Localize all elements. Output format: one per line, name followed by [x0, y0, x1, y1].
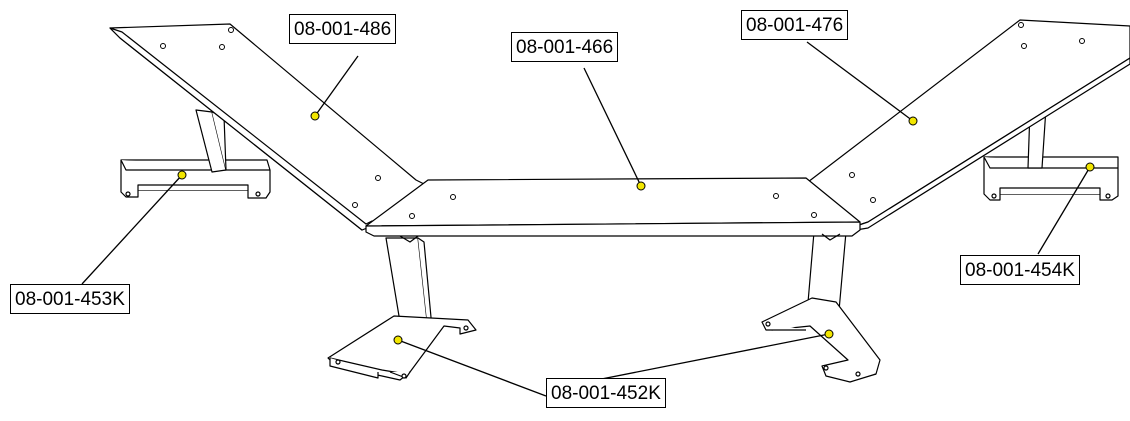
callout-dot — [310, 111, 320, 121]
callout-dot — [393, 335, 403, 345]
callout-dot — [636, 181, 646, 191]
left-bench-top — [109, 23, 425, 231]
callout-dot — [908, 116, 918, 126]
label-right-leg-bracket: 08-001-454K — [960, 255, 1080, 285]
label-center-bench-top: 08-001-466 — [511, 32, 619, 62]
label-right-bench-top: 08-001-476 — [741, 10, 849, 40]
callout-dot — [824, 329, 834, 339]
label-center-leg-brackets: 08-001-452K — [546, 378, 666, 408]
callout-dots — [177, 111, 1095, 345]
center-left-leg — [327, 237, 477, 381]
label-left-bench-top: 08-001-486 — [289, 14, 397, 44]
callout-dot — [1085, 162, 1095, 172]
right-bench-top — [807, 19, 1130, 231]
label-left-leg-bracket: 08-001-453K — [10, 284, 130, 314]
callout-dot — [177, 170, 187, 180]
center-right-leg — [761, 231, 881, 383]
center-bench-top — [365, 177, 861, 243]
